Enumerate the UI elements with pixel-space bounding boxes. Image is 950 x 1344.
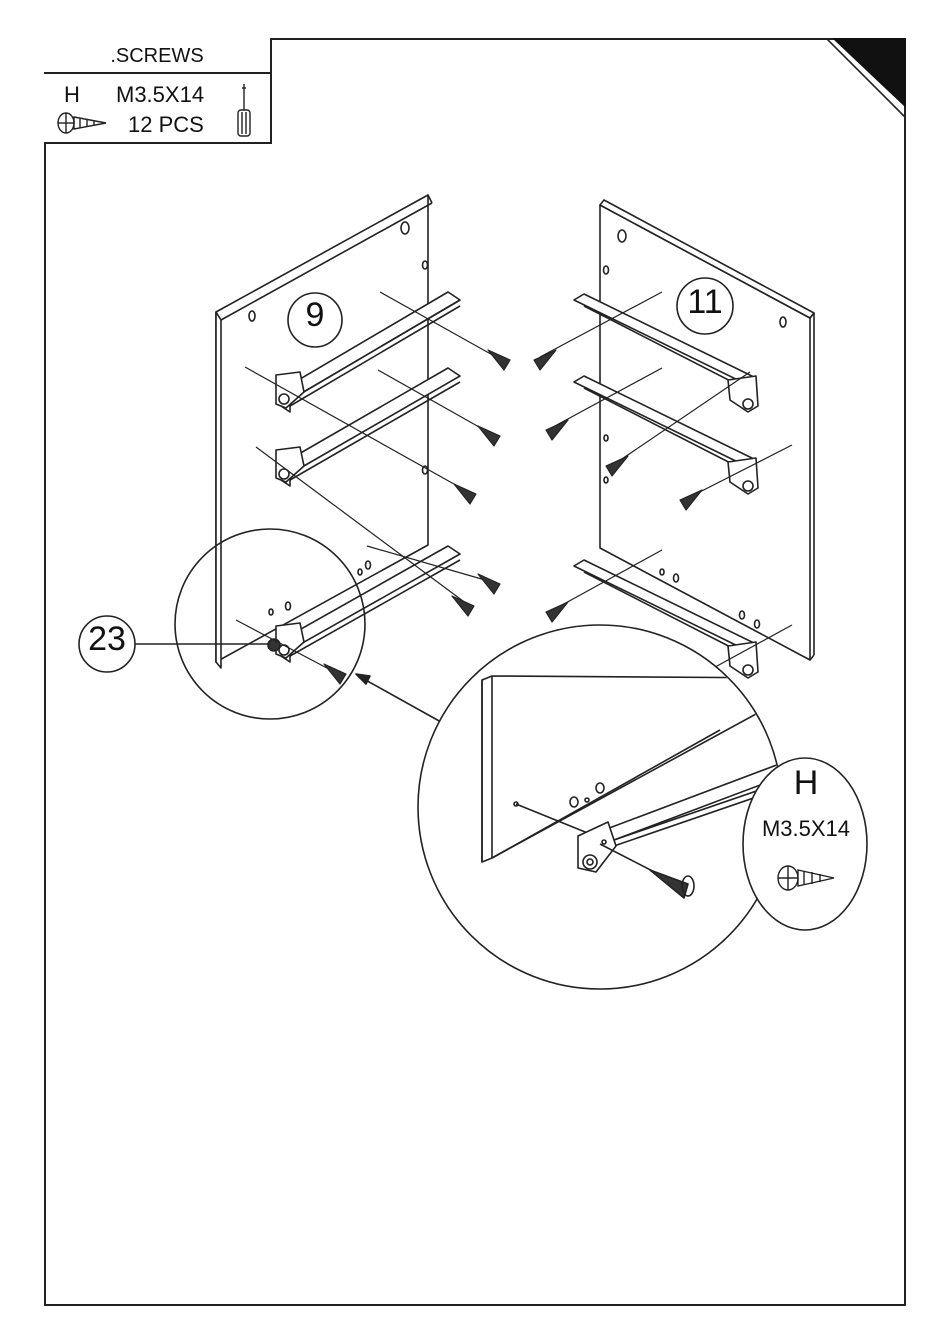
screw-spec: M3.5X14 (116, 82, 204, 108)
detail-view (418, 625, 800, 989)
screwdriver-icon (230, 82, 258, 138)
screw-quantity: 12 PCS (128, 112, 204, 138)
screw-icon (56, 110, 108, 136)
callout-label-panel-11: 11 (676, 283, 734, 322)
screws-header: .SCREWS (44, 38, 270, 74)
left-panel-9 (216, 195, 432, 668)
page-corner-marker (826, 38, 906, 120)
detail-screw-letter: H (764, 764, 848, 803)
callout-label-panel-9: 9 (288, 296, 342, 335)
detail-screw-spec: M3.5X14 (748, 816, 864, 842)
screws-panel: .SCREWS H M3.5X14 12 PCS (44, 38, 272, 144)
screw-letter: H (64, 82, 80, 108)
callout-label-part-23: 23 (78, 620, 136, 659)
